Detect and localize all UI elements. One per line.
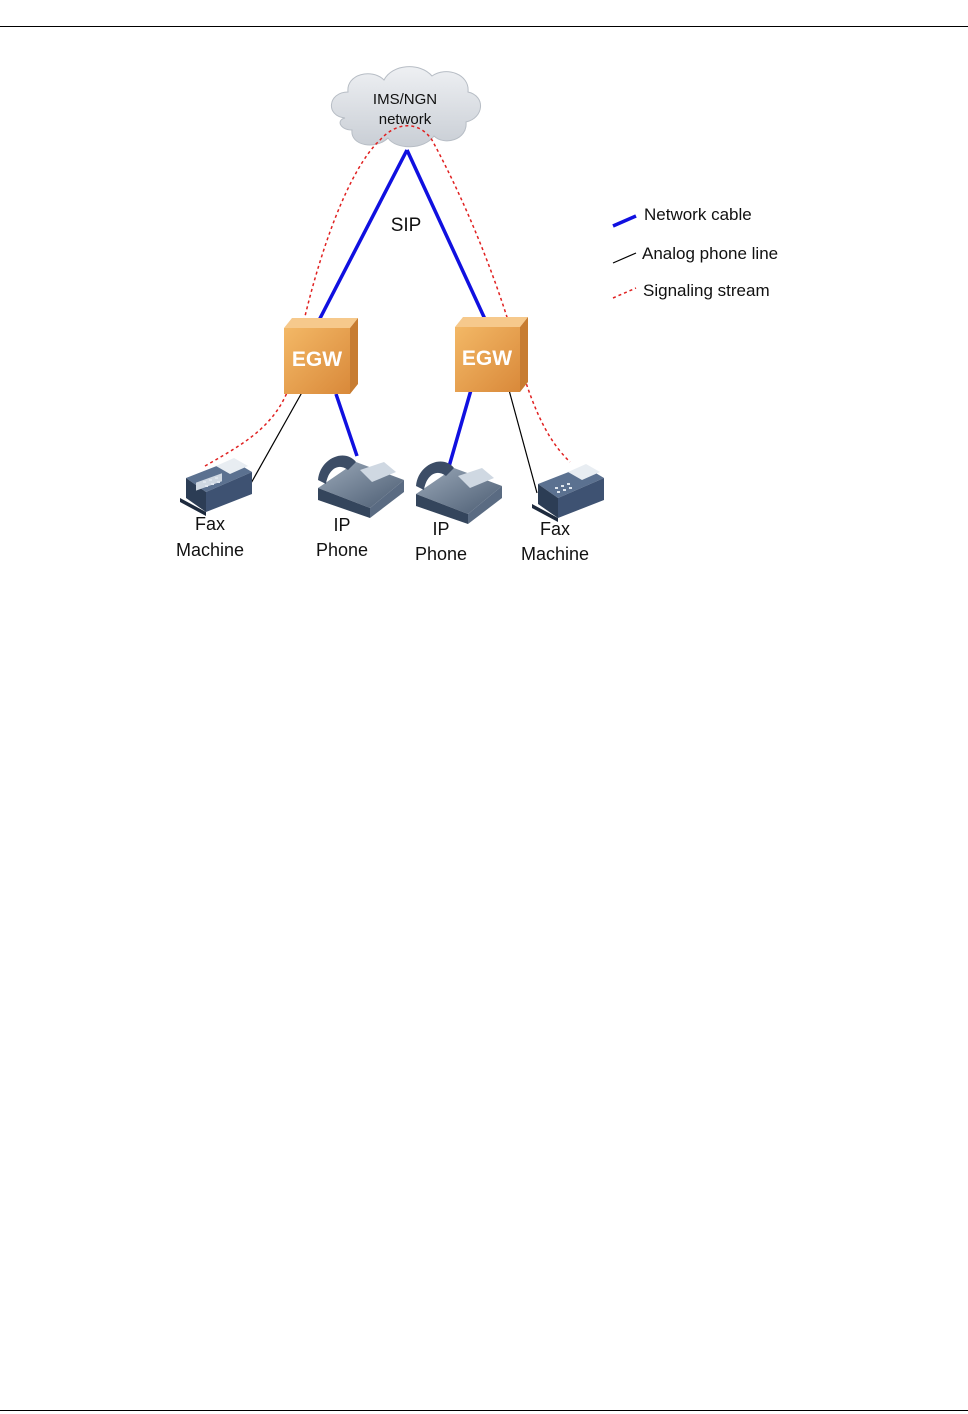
legend-label-analog-phone-line: Analog phone line: [642, 244, 778, 263]
egw-right-label: EGW: [462, 347, 512, 370]
legend-swatch-analog-phone-line: [613, 253, 636, 263]
legend: Network cable Analog phone line Signalin…: [613, 205, 778, 300]
egw-left-label: EGW: [292, 348, 342, 371]
cable-cloud-egw-left: [314, 150, 407, 330]
cloud-label-line1: IMS/NGN: [373, 91, 437, 108]
footer-rule: [0, 1410, 968, 1411]
cable-cloud-egw-right: [407, 150, 490, 330]
ip-phone-left-icon: [318, 456, 404, 518]
ims-ngn-cloud: IMS/NGN network: [331, 67, 480, 147]
fax-machine-left-icon: [180, 458, 252, 516]
ip-phone-right-label-line2: Phone: [415, 544, 467, 564]
cloud-label-line2: network: [379, 111, 432, 128]
fax-left-label-line2: Machine: [176, 540, 244, 560]
egw-gateway-left: EGW: [284, 318, 358, 394]
legend-label-signaling-stream: Signaling stream: [643, 281, 770, 300]
analog-egw-right-fax: [509, 390, 537, 493]
legend-label-network-cable: Network cable: [644, 205, 752, 224]
cable-egw-right-ip-phone: [448, 383, 473, 470]
network-cable-links: [314, 150, 490, 470]
legend-item-network-cable: Network cable: [613, 205, 752, 226]
legend-swatch-network-cable: [613, 216, 636, 226]
legend-item-analog-phone-line: Analog phone line: [613, 244, 778, 263]
legend-item-signaling-stream: Signaling stream: [613, 281, 770, 300]
ip-phone-left-label-line1: IP: [333, 515, 350, 535]
ip-phone-left-label-line2: Phone: [316, 540, 368, 560]
ip-phone-right-label-line1: IP: [432, 519, 449, 539]
analog-egw-left-fax: [250, 387, 305, 485]
fax-left-label-line1: Fax: [195, 514, 225, 534]
sip-label: SIP: [391, 215, 422, 236]
fax-right-label-line2: Machine: [521, 544, 589, 564]
legend-swatch-signaling-stream: [613, 288, 636, 298]
fax-machine-right-icon: [532, 464, 604, 522]
cable-egw-left-ip-phone: [336, 394, 357, 456]
ip-phone-right-icon: [416, 462, 502, 524]
egw-gateway-right: EGW: [455, 317, 528, 392]
fax-right-label-line1: Fax: [540, 519, 570, 539]
